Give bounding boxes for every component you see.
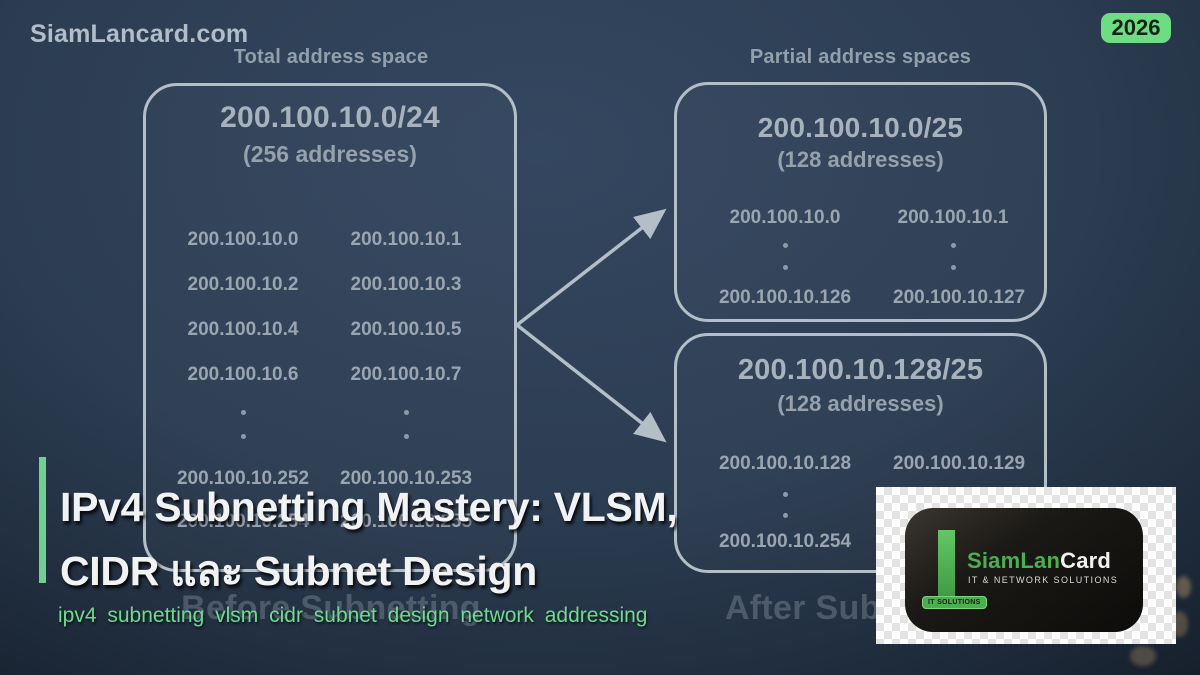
ip-address: 200.100.10.1 <box>350 229 462 250</box>
logo-green-bar-icon <box>938 530 955 598</box>
ip-address: 200.100.10.7 <box>350 364 462 385</box>
ip-address: 200.100.10.5 <box>350 319 462 340</box>
ip-row: 200.100.10.128 200.100.10.129 <box>677 453 1026 475</box>
ip-row: 200.100.10.0 200.100.10.1 <box>677 207 1013 229</box>
ip-address: 200.100.10.3 <box>350 274 462 295</box>
ip-address: 200.100.10.126 <box>718 287 852 308</box>
ellipsis-dots <box>677 243 1013 248</box>
ip-address: 200.100.10.0 <box>187 229 299 250</box>
ip-row: 200.100.10.126 200.100.10.127 <box>677 287 1026 309</box>
brand-name-part1: SiamLan <box>967 548 1061 573</box>
ellipsis-dots <box>146 434 472 439</box>
ip-row: 200.100.10.0 200.100.10.1 <box>146 229 472 251</box>
bokeh-light <box>1130 646 1156 666</box>
ip-row: 200.100.10.254 200.100.10.255 <box>146 511 472 533</box>
ip-address: 200.100.10.1 <box>897 207 1009 228</box>
subnet-cidr-title: 200.100.10.128/25 <box>737 354 984 386</box>
ip-address: 200.100.10.129 <box>893 453 1026 474</box>
address-count: (256 addresses) <box>243 141 417 167</box>
network-cidr-title: 200.100.10.0/24 <box>220 101 440 134</box>
site-watermark: SiamLancard.com <box>30 20 249 48</box>
ip-row: 200.100.10.252 200.100.10.253 <box>146 468 472 490</box>
ip-address: 200.100.10.4 <box>187 319 299 340</box>
ellipsis-dots <box>146 410 472 415</box>
subnet-cidr-title: 200.100.10.0/25 <box>757 112 964 143</box>
ip-row: 200.100.10.6 200.100.10.7 <box>146 364 472 386</box>
subnet-box-2: 200.100.10.128/25 (128 addresses) 200.10… <box>674 333 1047 573</box>
ip-address: 200.100.10.128 <box>718 453 852 474</box>
ip-address: 200.100.10.253 <box>340 468 473 489</box>
page-title-line1: IPv4 Subnetting Mastery: VLSM, <box>60 484 678 530</box>
brand-name: SiamLanCard <box>967 548 1111 574</box>
address-count: (128 addresses) <box>777 391 944 416</box>
ip-address: 200.100.10.254 <box>718 531 852 552</box>
ellipsis-dots <box>677 265 1013 270</box>
ip-address: 200.100.10.0 <box>729 207 841 228</box>
total-address-space-box: 200.100.10.0/24 (256 addresses) 200.100.… <box>143 83 517 572</box>
ip-address: 200.100.10.254 <box>176 511 310 532</box>
bokeh-light <box>1176 576 1191 598</box>
page-title-line2: CIDR และ Subnet Design <box>60 548 537 594</box>
ip-address: 200.100.10.252 <box>176 468 310 489</box>
brand-logo-image: SiamLanCard IT & NETWORK SOLUTIONS IT SO… <box>876 487 1176 644</box>
brand-name-part2: Card <box>1060 548 1112 573</box>
ip-address: 200.100.10.127 <box>893 287 1026 308</box>
title-accent-bar <box>39 457 46 583</box>
address-count: (128 addresses) <box>777 147 944 172</box>
brand-tagline: IT & NETWORK SOLUTIONS <box>968 575 1119 585</box>
ip-row: 200.100.10.4 200.100.10.5 <box>146 319 472 341</box>
keyword-tags: ipv4 subnetting vlsm cidr subnet design … <box>58 604 648 627</box>
total-space-label: Total address space <box>233 46 429 68</box>
ip-row: 200.100.10.2 200.100.10.3 <box>146 274 472 296</box>
ip-address: 200.100.10.6 <box>187 364 299 385</box>
before-subnetting-caption: Before Subnetting <box>181 589 481 627</box>
brand-logo-card: SiamLanCard IT & NETWORK SOLUTIONS IT SO… <box>905 508 1143 632</box>
it-solutions-badge: IT SOLUTIONS <box>922 596 987 609</box>
ip-address: 200.100.10.2 <box>187 274 299 295</box>
year-badge: 2026 <box>1101 13 1171 43</box>
subnet-box-1: 200.100.10.0/25 (128 addresses) 200.100.… <box>674 82 1047 322</box>
ip-address: 200.100.10.255 <box>340 511 473 532</box>
partial-space-label: Partial address spaces <box>749 46 972 68</box>
